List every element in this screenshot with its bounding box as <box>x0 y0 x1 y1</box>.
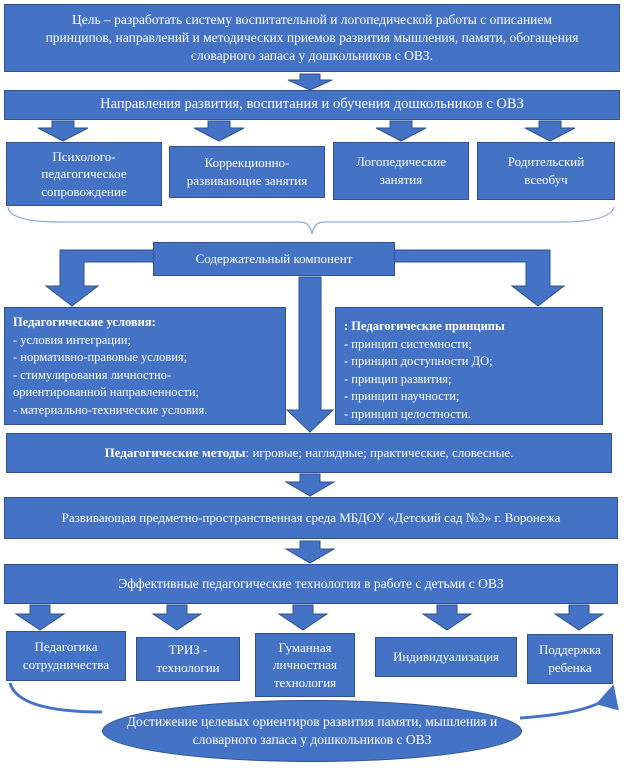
block-arrow <box>284 540 336 564</box>
technology-label: технология <box>273 674 337 690</box>
direction-box: Коррекционно-развивающие занятия <box>169 146 325 198</box>
condition-item: - нормативно-правовые условия; <box>13 350 188 364</box>
direction-box: Логопедические занятия <box>333 142 469 200</box>
technology-label: сотрудничества <box>22 657 110 672</box>
direction-label: занятия <box>379 172 423 187</box>
technology-label: Поддержка <box>539 642 601 658</box>
content-component-label: Содержательный компонент <box>195 251 353 267</box>
technologies-header: Эффективные педагогические технологии в … <box>4 564 618 604</box>
conditions-title: Педагогические условия: <box>13 315 156 329</box>
principle-item: - принцип целостности. <box>344 406 471 421</box>
technology-label: Индивидуализация <box>392 649 500 665</box>
methods-title: Педагогические методы <box>104 445 246 461</box>
direction-label: сопровождение <box>41 183 127 199</box>
direction-label: Родительский <box>507 154 585 170</box>
principle-item: - принцип доступности ДО; <box>344 354 493 368</box>
block-arrow <box>44 249 156 307</box>
block-arrow <box>375 120 427 142</box>
technology-label: технологии <box>156 660 220 675</box>
block-arrow <box>287 73 333 91</box>
principles-title: : Педагогические принципы <box>344 319 505 333</box>
block-arrow <box>553 604 605 631</box>
technology-label: Педагогика <box>34 639 98 655</box>
block-arrow <box>193 120 245 142</box>
block-arrow <box>151 604 203 631</box>
principle-item: - принцип системности; <box>344 336 472 351</box>
directions-title: Направления развития, воспитания и обуче… <box>100 96 524 113</box>
curved-arrow-left <box>8 682 103 714</box>
result-ellipse: Достижение целевых ориентиров развития п… <box>102 700 522 762</box>
condition-item: ориентированной направленности; <box>13 385 200 399</box>
goal-line: принципов, направлений и методических пр… <box>45 29 579 45</box>
conditions-box: Педагогические условия: - условия интегр… <box>4 307 286 425</box>
goal-box: Цель – разработать систему воспитательно… <box>4 4 620 72</box>
principles-box: : Педагогические принципы - принцип сист… <box>335 307 603 425</box>
technology-label: ТРИЗ - <box>168 642 208 658</box>
technology-label: Гуманная <box>278 639 332 655</box>
block-arrow <box>285 276 335 433</box>
technology-box: Поддержка ребенка <box>527 634 613 684</box>
block-arrow <box>14 604 66 631</box>
condition-item: - условия интеграции; <box>13 332 131 347</box>
technology-box: Педагогика сотрудничества <box>6 631 126 681</box>
environment-box: Развивающая предметно-пространственная с… <box>4 497 618 539</box>
direction-label: Коррекционно- <box>204 155 290 171</box>
block-arrow <box>277 604 329 631</box>
goal-line: Цель – разработать систему воспитательно… <box>72 11 552 27</box>
direction-label: всеобуч <box>524 172 568 187</box>
directions-header: Направления развития, воспитания и обуче… <box>4 90 620 120</box>
direction-box: Родительский всеобуч <box>477 142 615 200</box>
content-component-box: Содержательный компонент <box>153 242 395 276</box>
block-arrow <box>524 120 576 142</box>
curved-arrow-right <box>519 684 619 720</box>
goal-line: словарного запаса у дошкольников с ОВЗ. <box>190 48 434 64</box>
methods-text: : игровые; наглядные; практические, слов… <box>245 445 514 461</box>
block-arrow <box>37 120 89 142</box>
direction-label: Психолого- <box>52 148 116 164</box>
block-arrow <box>392 249 566 307</box>
technology-box: ТРИЗ - технологии <box>136 637 240 681</box>
technology-label: ребенка <box>548 660 592 675</box>
result-line: Достижение целевых ориентиров развития п… <box>126 713 487 729</box>
environment-label: Развивающая предметно-пространственная с… <box>61 510 561 526</box>
result-line: и словарного запаса у дошкольников с ОВЗ <box>192 713 498 747</box>
methods-box: Педагогические методы: игровые; наглядны… <box>6 433 612 473</box>
block-arrow <box>284 473 336 497</box>
technologies-title: Эффективные педагогические технологии в … <box>118 575 504 591</box>
technology-label: личностная <box>273 657 337 673</box>
principle-item: - принцип научности; <box>344 389 460 403</box>
direction-label: Логопедические <box>355 154 447 170</box>
technology-box: Индивидуализация <box>375 637 517 677</box>
direction-label: педагогическое <box>41 166 127 182</box>
condition-item: - материально-технические условия. <box>13 402 208 417</box>
brace <box>7 206 615 235</box>
condition-item: - стимулирования личностно- <box>13 367 172 382</box>
direction-label: развивающие занятия <box>186 173 308 188</box>
block-arrow <box>421 604 473 631</box>
principle-item: - принцип развития; <box>344 371 452 386</box>
